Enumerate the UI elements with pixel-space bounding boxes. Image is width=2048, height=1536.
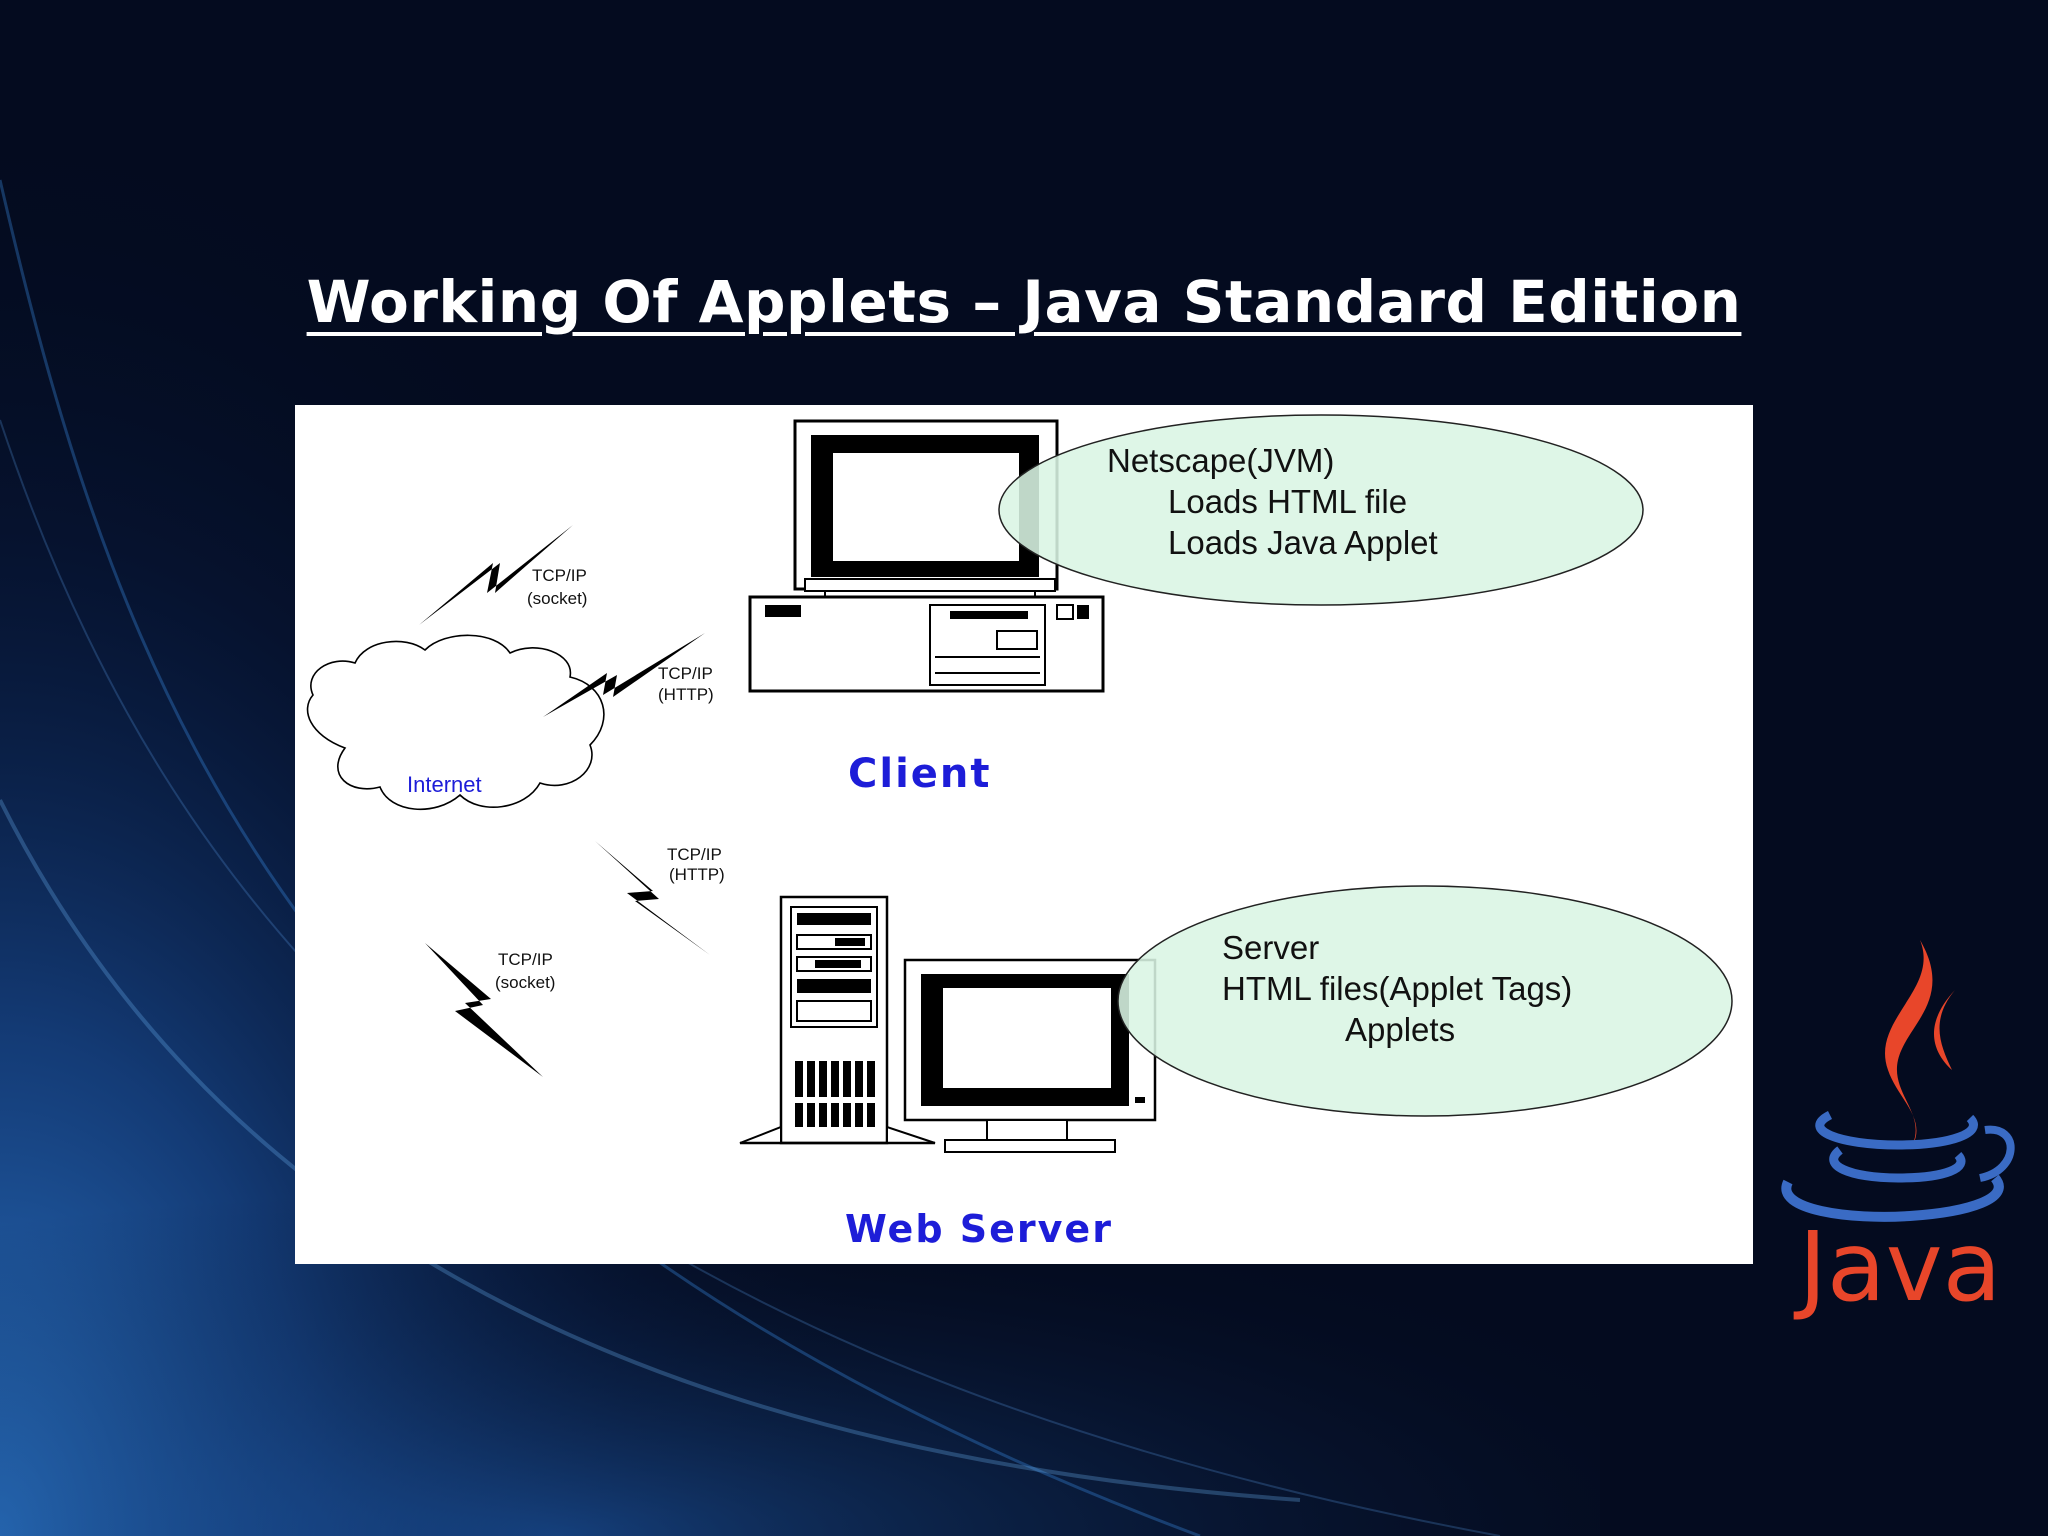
java-cup-icon [1815,1110,1978,1150]
server-info-bubble [1117,885,1733,1117]
client-bubble-line-1: Netscape(JVM) [1107,442,1334,479]
applet-architecture-diagram: Netscape(JVM) Loads HTML file Loads Java… [295,405,1753,1264]
client-info-bubble [998,414,1644,606]
server-bubble-line-1: Server [1222,929,1319,966]
link-label-4-line-1: TCP/IP [498,950,553,969]
server-bubble-line-3: Applets [1345,1011,1455,1048]
internet-cloud-icon [306,634,605,811]
server-bubble-line-2: HTML files(Applet Tags) [1222,970,1572,1007]
lightning-bolt-icon [595,841,710,955]
link-label-2-line-1: TCP/IP [658,664,713,683]
java-wordmark: Java [1794,1211,2002,1320]
java-cup-icon [1781,1174,2004,1222]
internet-label: Internet [407,772,482,797]
link-label-4-line-2: (socket) [495,973,555,992]
slide-title: Working Of Applets – Java Standard Editi… [306,268,1742,336]
lightning-bolt-icon [419,525,573,625]
server-monitor-icon [903,958,1157,1153]
link-label-2-line-2: (HTTP) [658,685,714,704]
java-cup-icon [1829,1146,1966,1183]
link-label-3-line-2: (HTTP) [669,865,725,884]
java-flame-icon [1933,990,1955,1070]
java-cup-icon [1978,1125,2015,1182]
client-bubble-line-2: Loads HTML file [1168,483,1407,520]
client-bubble-line-3: Loads Java Applet [1168,524,1438,561]
client-label: Client [848,751,992,797]
web-server-label: Web Server [845,1207,1113,1251]
link-label-3-line-1: TCP/IP [667,845,722,864]
client-desktop-case-icon [748,595,1105,693]
server-tower-icon [739,895,936,1145]
java-logo: Java [1781,940,2015,1320]
link-label-1-line-1: TCP/IP [532,566,587,585]
java-flame-icon [1885,940,1933,1150]
link-label-1-line-2: (socket) [527,589,587,608]
